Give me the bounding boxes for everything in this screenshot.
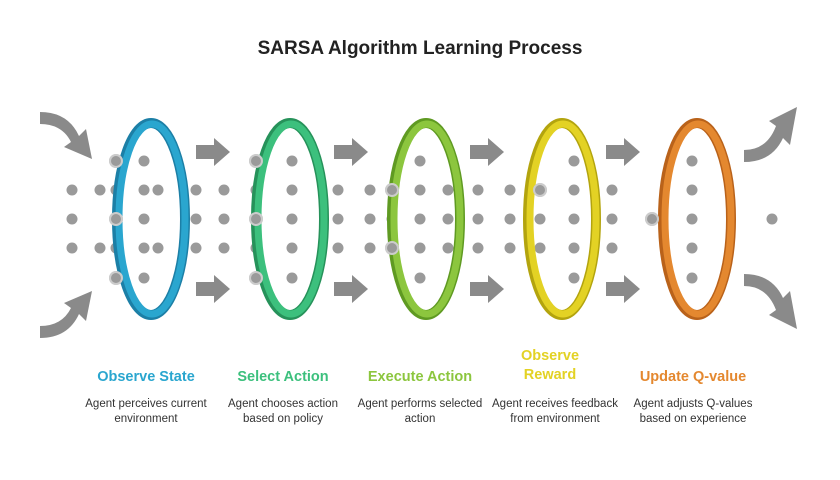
ring-dot-4: [249, 154, 263, 168]
lattice-dot-69: [138, 272, 150, 284]
step-description-select-action: Agent chooses action based on policy: [228, 398, 338, 425]
lattice-dot-6: [568, 155, 580, 167]
lattice-dot-40: [472, 213, 484, 225]
lattice-dot-9: [94, 184, 106, 196]
lattice-dot-41: [504, 213, 516, 225]
lattice-dot-67: [686, 242, 698, 254]
lattice-dot-18: [364, 184, 376, 196]
lattice-dot-25: [568, 184, 580, 196]
lattice-dot-4: [286, 155, 298, 167]
curved-arrow-out-top-icon: [744, 107, 797, 162]
lattice-dot-30: [138, 213, 150, 225]
ring-dot-8: [385, 241, 399, 255]
lattice-dot-51: [138, 242, 150, 254]
step-description-observe-reward: Agent receives feedback from environment: [492, 398, 618, 425]
ring-dot-1: [109, 154, 123, 168]
lattice-dot-12: [152, 184, 164, 196]
curved-arrow-in-top-icon: [40, 112, 92, 159]
lattice-dot-34: [286, 213, 298, 225]
flow-arrow-bottom-2-icon: [334, 275, 368, 303]
lattice-dot-72: [414, 272, 426, 284]
lattice-dot-38: [414, 213, 426, 225]
step-label-observe-reward: Observe Reward: [520, 348, 580, 383]
ring-dot-6: [249, 271, 263, 285]
lattice-dot-21: [442, 184, 454, 196]
flow-arrow-top-4-icon: [606, 138, 640, 166]
lattice-dot-49: [94, 242, 106, 254]
lattice-dot-47: [766, 213, 778, 225]
step-description-observe-state: Agent perceives current environment: [85, 398, 207, 425]
lattice-dot-35: [332, 213, 344, 225]
lattice-dot-71: [286, 272, 298, 284]
lattice-dot-17: [332, 184, 344, 196]
ring-dot-2: [109, 212, 123, 226]
flow-arrow-top-3-icon: [470, 138, 504, 166]
lattice-dot-63: [504, 242, 516, 254]
lattice-dot-73: [568, 272, 580, 284]
step-description-execute-action: Agent performs selected action: [357, 398, 483, 425]
lattice-dot-62: [472, 242, 484, 254]
lattice-dot-7: [686, 155, 698, 167]
lattice-dot-2: [138, 155, 150, 167]
ring-dot-5: [249, 212, 263, 226]
lattice-dot-57: [332, 242, 344, 254]
step-description-update-q-value: Agent adjusts Q-values based on experien…: [633, 398, 753, 425]
lattice-dot-5: [414, 155, 426, 167]
ring-observe-state: [115, 120, 189, 318]
flow-arrow-top-1-icon: [196, 138, 230, 166]
lattice-dot-32: [218, 213, 230, 225]
ring-dot-7: [385, 183, 399, 197]
flow-arrow-bottom-1-icon: [196, 275, 230, 303]
ring-update-q-value: [661, 120, 735, 318]
lattice-dot-43: [568, 213, 580, 225]
lattice-dot-39: [442, 213, 454, 225]
curved-arrow-in-bottom-icon: [40, 291, 92, 338]
step-label-select-action: Select Action: [237, 369, 329, 385]
ring-dot-3: [109, 271, 123, 285]
lattice-dot-31: [190, 213, 202, 225]
lattice-dot-74: [686, 272, 698, 284]
lattice-dot-13: [190, 184, 202, 196]
lattice-dot-11: [138, 184, 150, 196]
step-label-execute-action: Execute Action: [367, 369, 473, 385]
lattice-dot-20: [414, 184, 426, 196]
lattice-dot-54: [218, 242, 230, 254]
flow-arrow-top-2-icon: [334, 138, 368, 166]
lattice-dot-52: [152, 242, 164, 254]
lattice-dot-26: [606, 184, 618, 196]
lattice-dot-64: [534, 242, 546, 254]
flow-arrow-bottom-3-icon: [470, 275, 504, 303]
step-label-observe-state: Observe State: [97, 369, 195, 385]
lattice-dot-61: [442, 242, 454, 254]
lattice-dot-16: [286, 184, 298, 196]
lattice-dot-53: [190, 242, 202, 254]
lattice-dot-65: [568, 242, 580, 254]
lattice-dot-56: [286, 242, 298, 254]
diagram-title: SARSA Algorithm Learning Process: [257, 38, 583, 59]
flow-arrow-bottom-4-icon: [606, 275, 640, 303]
lattice-dot-66: [606, 242, 618, 254]
lattice-dot-58: [364, 242, 376, 254]
curved-arrow-out-bottom-icon: [744, 274, 797, 329]
lattice-dot-60: [414, 242, 426, 254]
ring-observe-reward: [526, 120, 600, 318]
lattice-dot-14: [218, 184, 230, 196]
lattice-dot-27: [686, 184, 698, 196]
lattice-dot-22: [472, 184, 484, 196]
lattice-dot-23: [504, 184, 516, 196]
ring-execute-action: [390, 120, 464, 318]
step-label-update-q-value: Update Q-value: [639, 369, 747, 385]
lattice-dot-44: [606, 213, 618, 225]
lattice-dot-8: [66, 184, 78, 196]
ring-dot-9: [533, 183, 547, 197]
ring-dot-10: [645, 212, 659, 226]
lattice-dot-42: [534, 213, 546, 225]
lattice-dot-46: [686, 213, 698, 225]
lattice-dot-36: [364, 213, 376, 225]
lattice-dot-48: [66, 242, 78, 254]
lattice-dot-28: [66, 213, 78, 225]
